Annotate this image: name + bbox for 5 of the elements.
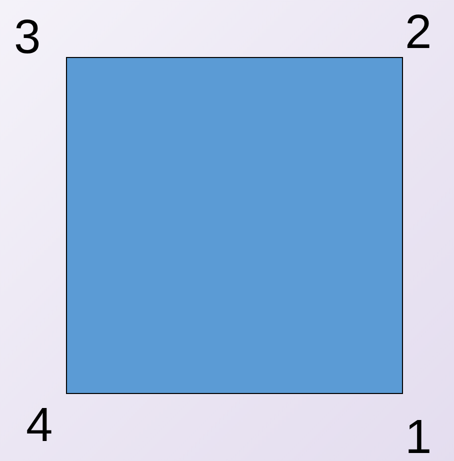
square-box [66, 57, 403, 394]
corner-number: 4 [26, 402, 53, 450]
corner-number: 1 [405, 414, 432, 461]
corner-number: 2 [405, 9, 432, 57]
corner-number: 3 [14, 14, 41, 62]
